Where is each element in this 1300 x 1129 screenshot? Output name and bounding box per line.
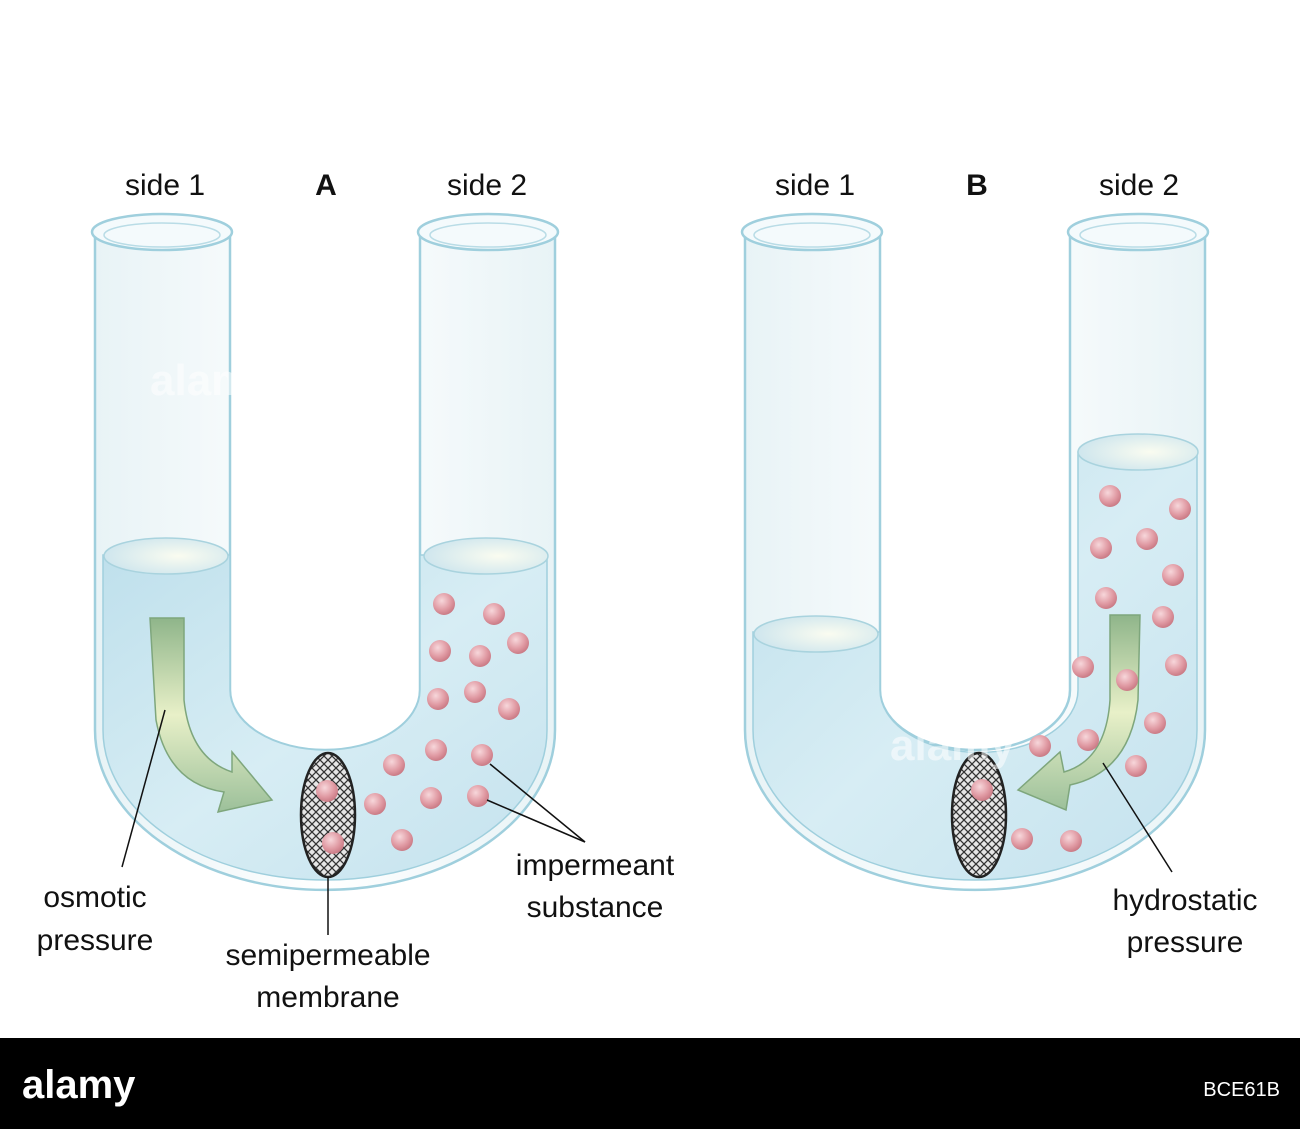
particle bbox=[425, 739, 447, 761]
particle bbox=[1144, 712, 1166, 734]
tube-opening-right-a bbox=[416, 212, 560, 252]
particle bbox=[1099, 485, 1121, 507]
watermark: alamy bbox=[890, 721, 1015, 770]
particle bbox=[433, 593, 455, 615]
particles-a bbox=[316, 593, 529, 854]
particle bbox=[1077, 729, 1099, 751]
liquid-surface-left-a bbox=[103, 537, 229, 575]
panel-letter-a: A bbox=[315, 169, 337, 202]
osmotic-pressure-label-2: pressure bbox=[37, 924, 154, 957]
tube-opening-left-a bbox=[90, 212, 234, 252]
particle bbox=[1029, 735, 1051, 757]
particle bbox=[1169, 498, 1191, 520]
particle bbox=[464, 681, 486, 703]
liquid-surface-right-a bbox=[423, 537, 549, 575]
particle bbox=[1152, 606, 1174, 628]
particle bbox=[1116, 669, 1138, 691]
particle bbox=[429, 640, 451, 662]
side-2-label-b: side 2 bbox=[1099, 169, 1179, 202]
osmotic-pressure-label-1: osmotic bbox=[43, 881, 146, 914]
particle bbox=[1136, 528, 1158, 550]
particle bbox=[364, 793, 386, 815]
leader-osmotic-pressure bbox=[121, 709, 166, 868]
particle bbox=[971, 779, 993, 801]
particle bbox=[498, 698, 520, 720]
liquid-surface-left-b bbox=[753, 615, 879, 653]
hydrostatic-arrow bbox=[1016, 614, 1141, 812]
stock-footer: alamy BCE61B bbox=[0, 1038, 1300, 1129]
particle bbox=[1011, 828, 1033, 850]
impermeant-substance-label-2: substance bbox=[527, 891, 664, 924]
particle bbox=[507, 632, 529, 654]
panel-letter-b: B bbox=[966, 169, 988, 202]
leader-impermeant-2 bbox=[486, 799, 586, 843]
particle bbox=[483, 603, 505, 625]
particle bbox=[322, 832, 344, 854]
particle bbox=[316, 780, 338, 802]
particle bbox=[420, 787, 442, 809]
impermeant-substance-label-1: impermeant bbox=[516, 849, 675, 882]
semipermeable-membrane-label-1: semipermeable bbox=[225, 939, 430, 972]
panel-a: alamy side 1 A side 2 osmotic pressure s… bbox=[37, 169, 675, 1014]
particle bbox=[427, 688, 449, 710]
particle bbox=[1125, 755, 1147, 777]
particle bbox=[467, 785, 489, 807]
semipermeable-membrane-a bbox=[299, 751, 357, 879]
particle bbox=[1162, 564, 1184, 586]
hydrostatic-pressure-label-2: pressure bbox=[1127, 926, 1244, 959]
tube-opening-right-b bbox=[1066, 212, 1210, 252]
particle bbox=[1090, 537, 1112, 559]
hydrostatic-pressure-label-1: hydrostatic bbox=[1112, 884, 1257, 917]
particle bbox=[1095, 587, 1117, 609]
panel-b: alamy side 1 B side 2 hydrostatic pressu… bbox=[740, 169, 1258, 959]
particle bbox=[471, 744, 493, 766]
watermark: alamy bbox=[150, 356, 275, 405]
leader-hydrostatic-pressure bbox=[1102, 762, 1173, 873]
particle bbox=[1072, 656, 1094, 678]
stock-logo: alamy bbox=[22, 1063, 136, 1107]
particles-b bbox=[971, 485, 1191, 852]
semipermeable-membrane-label-2: membrane bbox=[256, 981, 399, 1014]
particle bbox=[1060, 830, 1082, 852]
tube-opening-left-b bbox=[740, 212, 884, 252]
particle bbox=[469, 645, 491, 667]
image-id: BCE61B bbox=[1203, 1079, 1280, 1101]
semipermeable-membrane-b bbox=[950, 751, 1008, 879]
side-2-label-a: side 2 bbox=[447, 169, 527, 202]
leader-impermeant-1 bbox=[489, 763, 586, 843]
particle bbox=[1165, 654, 1187, 676]
side-1-label-a: side 1 bbox=[125, 169, 205, 202]
side-1-label-b: side 1 bbox=[775, 169, 855, 202]
osmotic-arrow bbox=[149, 617, 274, 814]
liquid-surface-right-b bbox=[1077, 433, 1199, 471]
particle bbox=[383, 754, 405, 776]
particle bbox=[391, 829, 413, 851]
